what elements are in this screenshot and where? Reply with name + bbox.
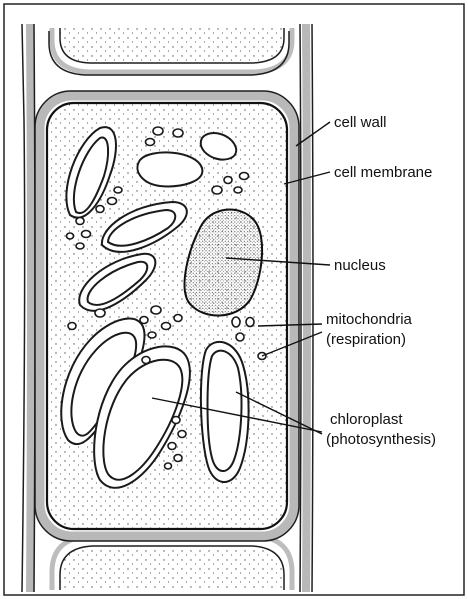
label-cell-membrane: cell membrane xyxy=(334,164,432,181)
label-chloroplast-function: (photosynthesis) xyxy=(326,431,436,448)
neighbor-cell-top xyxy=(49,28,292,75)
label-mitochondria: mitochondria xyxy=(326,311,413,328)
neighbor-cell-bottom xyxy=(52,536,292,590)
label-nucleus: nucleus xyxy=(334,257,386,274)
label-cell-wall: cell wall xyxy=(334,114,387,131)
label-chloroplast: chloroplast xyxy=(330,411,403,428)
label-mitochondria-function: (respiration) xyxy=(326,331,406,348)
